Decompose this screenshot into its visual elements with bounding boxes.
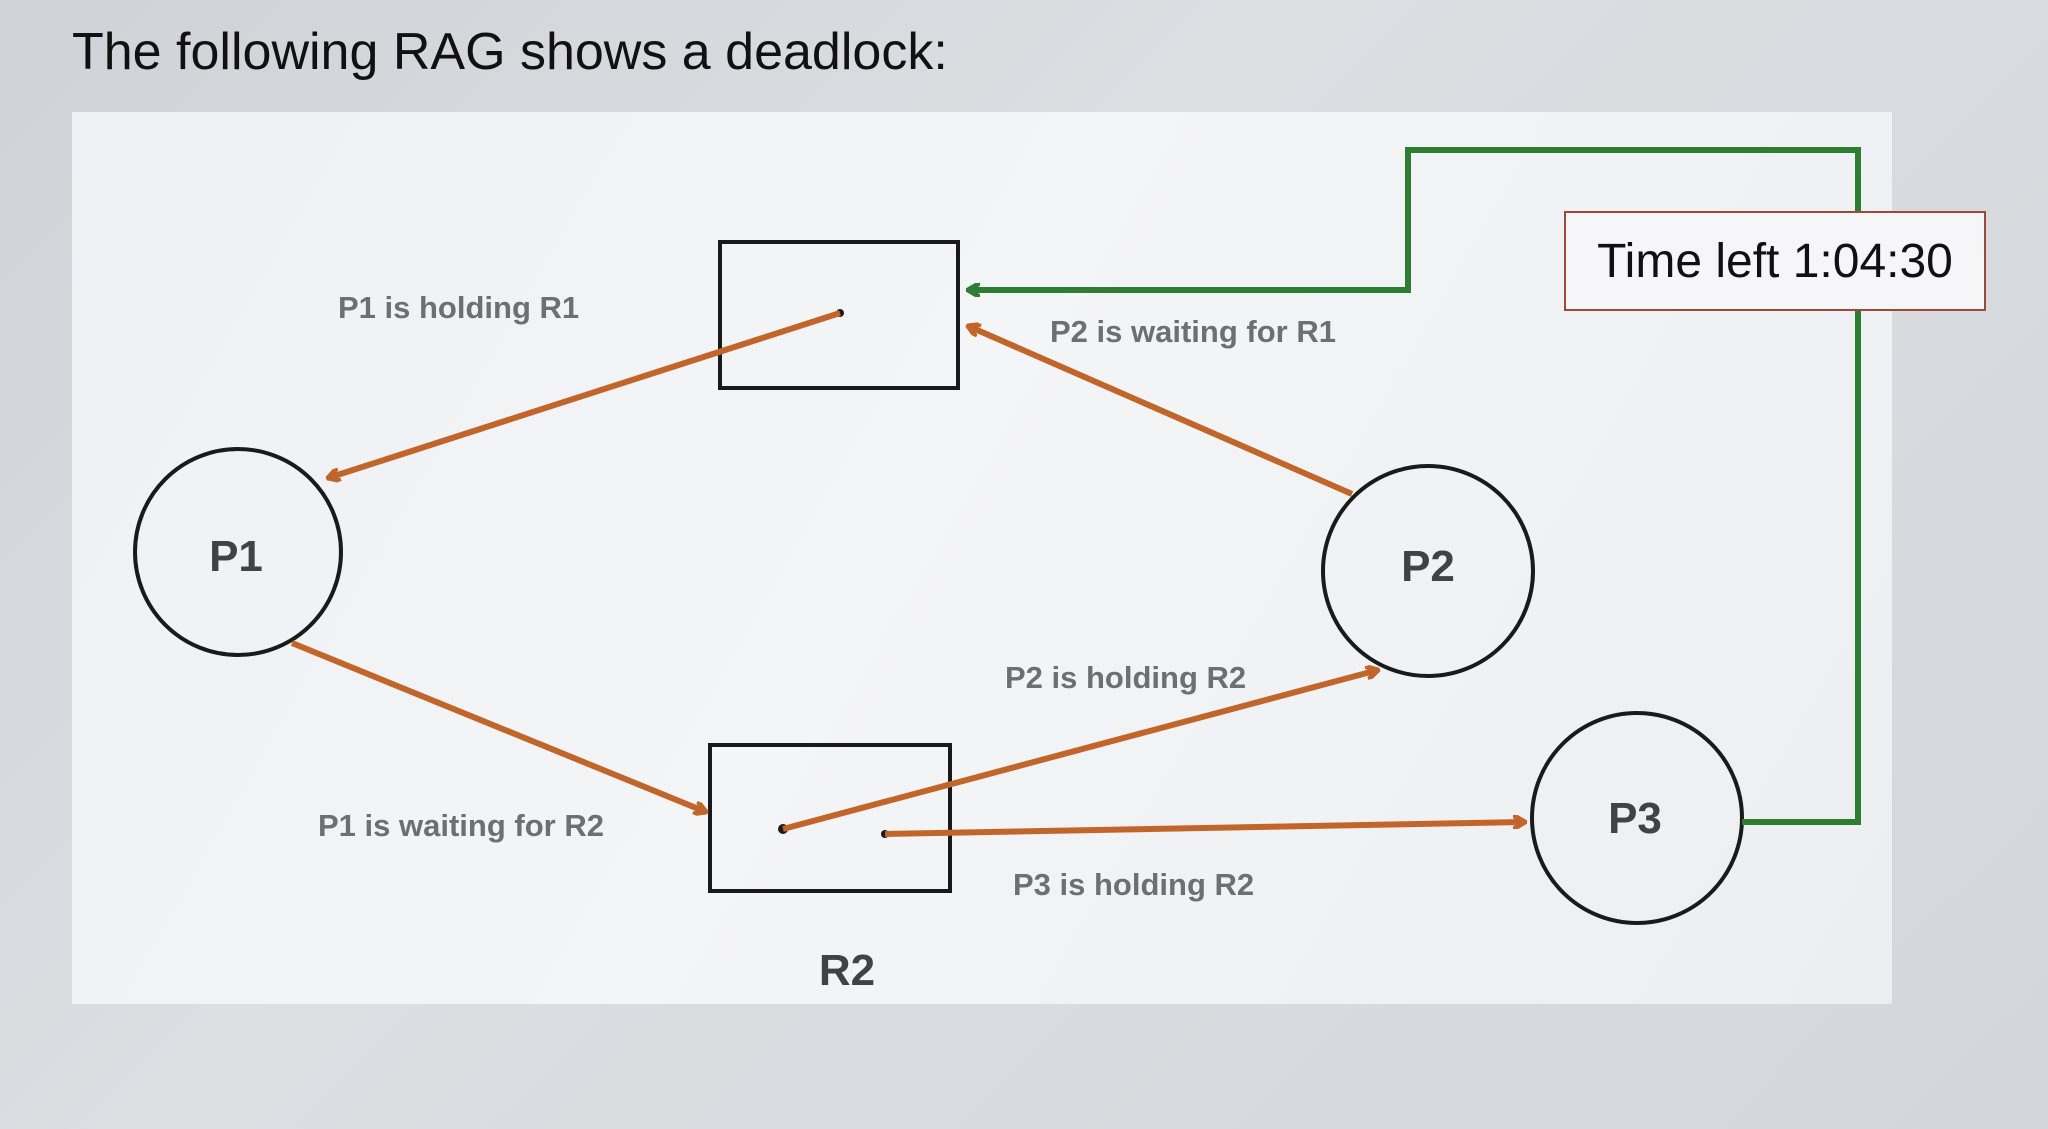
process-p3-label: P3 bbox=[1608, 794, 1662, 843]
time-left-display: Time left 1:04:30 bbox=[1564, 211, 1986, 311]
resource-r1-box bbox=[718, 240, 960, 390]
process-p1-circle bbox=[133, 447, 343, 657]
edge-label-p2-holding-r2: P2 is holding R2 bbox=[1005, 660, 1246, 695]
process-p2-circle bbox=[1321, 464, 1535, 678]
process-p1-label: P1 bbox=[209, 532, 263, 581]
resource-r2-label: R2 bbox=[819, 946, 875, 995]
edge-p2-holding-r2 bbox=[782, 670, 1378, 832]
process-p2-label: P2 bbox=[1401, 542, 1455, 591]
question-text: The following RAG shows a deadlock: bbox=[72, 23, 948, 81]
edge-p2-waiting-r1 bbox=[968, 326, 1354, 497]
resource-r2-box bbox=[708, 743, 952, 893]
edge-p3-waiting-r1 bbox=[968, 147, 1861, 825]
edge-label-p3-holding-r2: P3 is holding R2 bbox=[1013, 867, 1254, 902]
edge-label-p1-holding-r1: P1 is holding R1 bbox=[338, 290, 579, 325]
edge-label-p1-waiting-r2: P1 is waiting for R2 bbox=[318, 808, 604, 843]
edge-p1-waiting-r2 bbox=[290, 640, 706, 812]
edge-p1-holding-r1 bbox=[328, 310, 841, 478]
process-p3-circle bbox=[1530, 711, 1744, 925]
edge-p3-holding-r2 bbox=[884, 822, 1525, 837]
edge-label-p2-waiting-r1: P2 is waiting for R1 bbox=[1050, 314, 1336, 349]
